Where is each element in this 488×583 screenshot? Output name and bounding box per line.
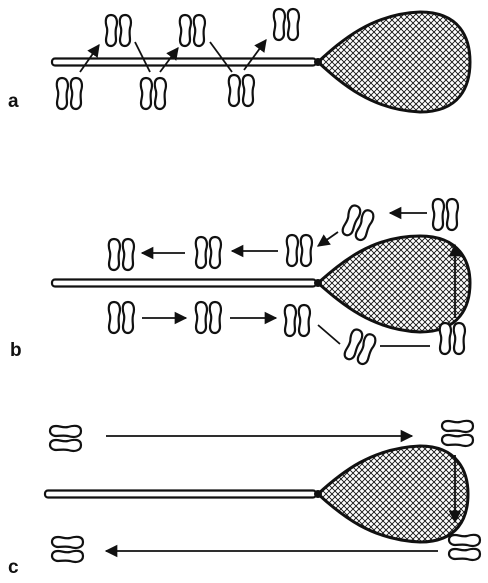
- footprints-a-top-1: [106, 15, 131, 46]
- net-joint: [314, 58, 322, 66]
- panel-label-a: a: [8, 91, 19, 113]
- footprints-b-bottom-3: [285, 305, 310, 336]
- footprints-a-top-2: [180, 15, 205, 46]
- footprints-a-top-3: [274, 9, 299, 40]
- footprints-b-bottom-1: [109, 302, 134, 333]
- footprints-c-bottom-left: [52, 537, 83, 562]
- footprints-b-right-bottom: [440, 323, 465, 354]
- arrow-a-2: [135, 42, 150, 72]
- arrow-a-4: [210, 42, 232, 72]
- pole: [52, 59, 316, 66]
- footprints-a-bottom-2: [141, 78, 166, 109]
- footprints-c-bottom-right: [449, 535, 480, 560]
- footprints-b-bottom-2: [196, 302, 221, 333]
- footprints-b-bottom-4: [343, 328, 377, 366]
- footprints-b-top-1: [109, 239, 134, 270]
- footprints-b-top-4: [341, 204, 375, 242]
- footprints-a-bottom-1: [57, 78, 82, 109]
- footprints-b-top-3: [287, 235, 312, 266]
- pole: [45, 491, 316, 498]
- footprints-b-right-top: [433, 199, 458, 230]
- net-joint: [314, 490, 322, 498]
- footprints-a-bottom-3: [229, 75, 254, 106]
- net-joint: [314, 279, 322, 287]
- footprints-c-top-left: [50, 426, 81, 451]
- pole: [52, 280, 316, 287]
- arrow-b-top-2: [318, 232, 338, 246]
- arrow-b-bottom-3: [318, 325, 340, 344]
- footprints-c-top-right: [442, 421, 473, 446]
- snowshoe-c: [45, 434, 488, 554]
- panel-label-b: b: [10, 340, 22, 362]
- panel-label-c: c: [8, 557, 19, 579]
- footprints-b-top-2: [196, 237, 221, 268]
